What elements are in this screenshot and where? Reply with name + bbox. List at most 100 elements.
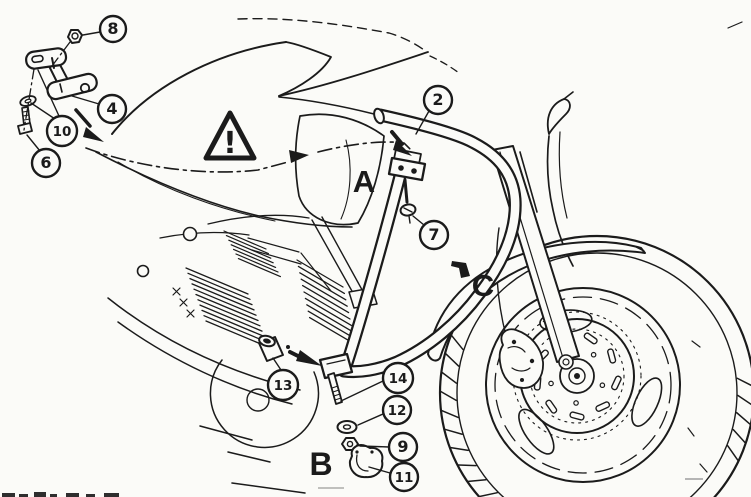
engine-fin (299, 272, 347, 301)
crankcase-plug (246, 388, 270, 412)
section-label-b: B (309, 446, 332, 482)
bracket-hole (79, 82, 91, 94)
frame-braces (247, 237, 332, 292)
tank-side-panel (294, 113, 385, 226)
install-direction-line-2 (317, 141, 411, 153)
disc-slot (545, 399, 558, 414)
nut-part-8 (67, 29, 83, 44)
part-callout-4: 4 (71, 93, 128, 125)
callout-leader-line (368, 466, 391, 474)
engine-bolt-head (182, 226, 198, 242)
fairing-right-inner (558, 131, 568, 219)
engine-fin (307, 310, 355, 339)
caliper-bolt (511, 339, 517, 345)
cooling-fins (185, 230, 357, 348)
engine-fin (303, 291, 351, 320)
callout-leader-line (37, 69, 60, 117)
stray-print-marks (687, 21, 743, 473)
mirror-stub (546, 98, 571, 135)
annotations: ! (85, 21, 743, 473)
engine-fin (297, 265, 346, 295)
cropped-text-fragment (86, 494, 95, 497)
tire-inner (456, 252, 738, 497)
hub-bolt (590, 351, 597, 358)
callout-leader-line (412, 215, 425, 226)
mirror-spur (563, 91, 574, 100)
engine-fin (197, 299, 261, 327)
callout-circle (96, 93, 128, 125)
tread-mark (737, 394, 751, 406)
clamp-part-11 (348, 444, 384, 479)
eye-bolt-tail (403, 207, 413, 224)
engine-fin (306, 304, 354, 333)
hub-bolts (548, 350, 606, 406)
bolt-14-threads (331, 385, 342, 401)
engine-fin (233, 248, 277, 268)
engine-fin (301, 284, 350, 314)
bolt-part-14 (327, 372, 343, 405)
warning-exclamation: ! (223, 126, 237, 161)
tread-mark (451, 335, 464, 351)
part-callout-10: 10 (30, 69, 79, 148)
engine-cross-marks (172, 287, 195, 318)
callout-leader-line (30, 102, 56, 120)
windscreen-inner-edge (278, 51, 429, 97)
section-label-c: C (472, 268, 494, 303)
engine-fin (193, 288, 257, 316)
callout-number: 6 (40, 153, 51, 172)
callout-number: 13 (274, 378, 293, 394)
callout-number: 10 (53, 124, 72, 140)
nut-8-hole (71, 32, 79, 40)
hub-bolt (548, 380, 554, 387)
callout-number: 14 (389, 371, 408, 387)
part-callout-9: 9 (359, 431, 419, 463)
engine-fin (185, 267, 249, 295)
lower-body-line-2 (117, 321, 293, 405)
engine-fin (195, 293, 259, 322)
guard-hook-bracket (451, 261, 470, 278)
spoke-cutout (631, 377, 663, 427)
spoke-cutout (518, 408, 555, 455)
engine-fin (225, 235, 269, 255)
lower-mount-line (326, 359, 346, 365)
engine-fin (223, 230, 267, 250)
callout-circle (381, 361, 415, 395)
eye-bolt-stem (403, 178, 409, 204)
caliper-bolt (520, 378, 524, 382)
engine-fin (237, 258, 281, 278)
disc-slot (583, 332, 598, 345)
disc-dotted-ring (512, 311, 642, 441)
ground-strokes (199, 425, 306, 494)
callout-circle (387, 431, 419, 463)
bracket-edge-tick (59, 83, 63, 93)
clamp-11-hole (370, 450, 374, 454)
part-callout-2: 2 (415, 84, 454, 135)
brake-caliper (498, 328, 544, 389)
callout-circle (388, 461, 420, 493)
cropped-text-fragment (50, 494, 57, 497)
callout-leader-line (82, 31, 101, 36)
tread-mark (735, 411, 751, 425)
assembly-axis-bolt (23, 68, 35, 131)
crankcase-cover (209, 359, 320, 449)
washer-part-12 (336, 420, 358, 434)
callout-circle (98, 14, 128, 44)
part-callout-14: 14 (340, 361, 415, 402)
hub-bolt (599, 382, 606, 389)
windscreen-right-dashed (429, 55, 460, 74)
clamp-11-inner (355, 454, 369, 472)
tire-outer (438, 234, 751, 497)
lower-arrow-head (296, 350, 322, 366)
disc-slot (607, 348, 617, 364)
engine-guard-tube (288, 107, 522, 380)
nut-9-hole (346, 440, 354, 448)
part-callout-6: 6 (26, 134, 62, 179)
callout-circle (381, 394, 413, 426)
tread-mark (445, 353, 460, 367)
guard-rear-leg-core (340, 159, 408, 374)
cropped-text-fragment (104, 493, 119, 497)
fairing-top-edge (111, 41, 287, 135)
engine-fin (304, 297, 353, 327)
engine-fin (205, 320, 269, 348)
bracket-slot (31, 54, 44, 64)
